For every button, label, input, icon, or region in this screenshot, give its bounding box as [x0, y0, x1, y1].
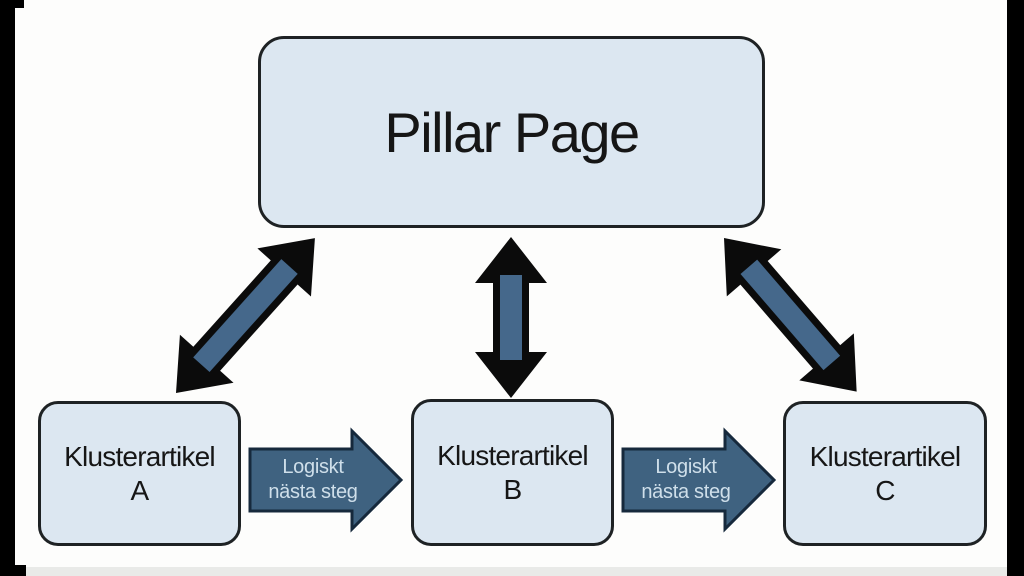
next-step-label-a-b: Logiskt nästa steg	[250, 445, 376, 515]
cluster-node-b: Klusterartikel B	[411, 399, 614, 546]
cluster-title: Klusterartikel	[437, 439, 588, 471]
cluster-title: Klusterartikel	[809, 440, 961, 472]
cluster-node-c: Klusterartikel C	[783, 401, 987, 546]
pillar-page-label: Pillar Page	[384, 100, 640, 164]
arrow-shaft-stripe	[193, 259, 298, 373]
step-label-line1: Logiskt	[282, 456, 344, 478]
bottom-edge-strip	[0, 567, 1024, 576]
arrow-shaft-stripe	[500, 275, 522, 360]
step-label-line2: nästa steg	[641, 481, 731, 503]
cluster-title: Klusterartikel	[64, 440, 215, 472]
cluster-letter: C	[875, 474, 895, 506]
cluster-letter: B	[503, 473, 523, 505]
arrow-shaft-stripe	[740, 259, 841, 371]
left-frame-bar	[0, 0, 15, 567]
double-arrow-icon	[475, 237, 547, 398]
bottom-left-frame-notch	[0, 565, 26, 576]
right-frame-bar	[1007, 0, 1024, 576]
step-label-line2: nästa steg	[268, 481, 358, 503]
bidirectional-arrow-pillar-a	[176, 238, 315, 393]
double-arrow-icon	[724, 238, 857, 392]
bidirectional-arrow-pillar-b	[475, 237, 547, 398]
pillar-page-node: Pillar Page	[258, 36, 765, 228]
cluster-node-a: Klusterartikel A	[38, 401, 241, 546]
double-arrow-icon	[176, 238, 315, 393]
next-step-label-b-c: Logiskt nästa steg	[623, 445, 749, 515]
step-label-line1: Logiskt	[655, 456, 717, 478]
top-left-frame-notch	[0, 0, 24, 8]
cluster-letter: A	[130, 474, 150, 506]
bidirectional-arrow-pillar-c	[724, 238, 857, 392]
